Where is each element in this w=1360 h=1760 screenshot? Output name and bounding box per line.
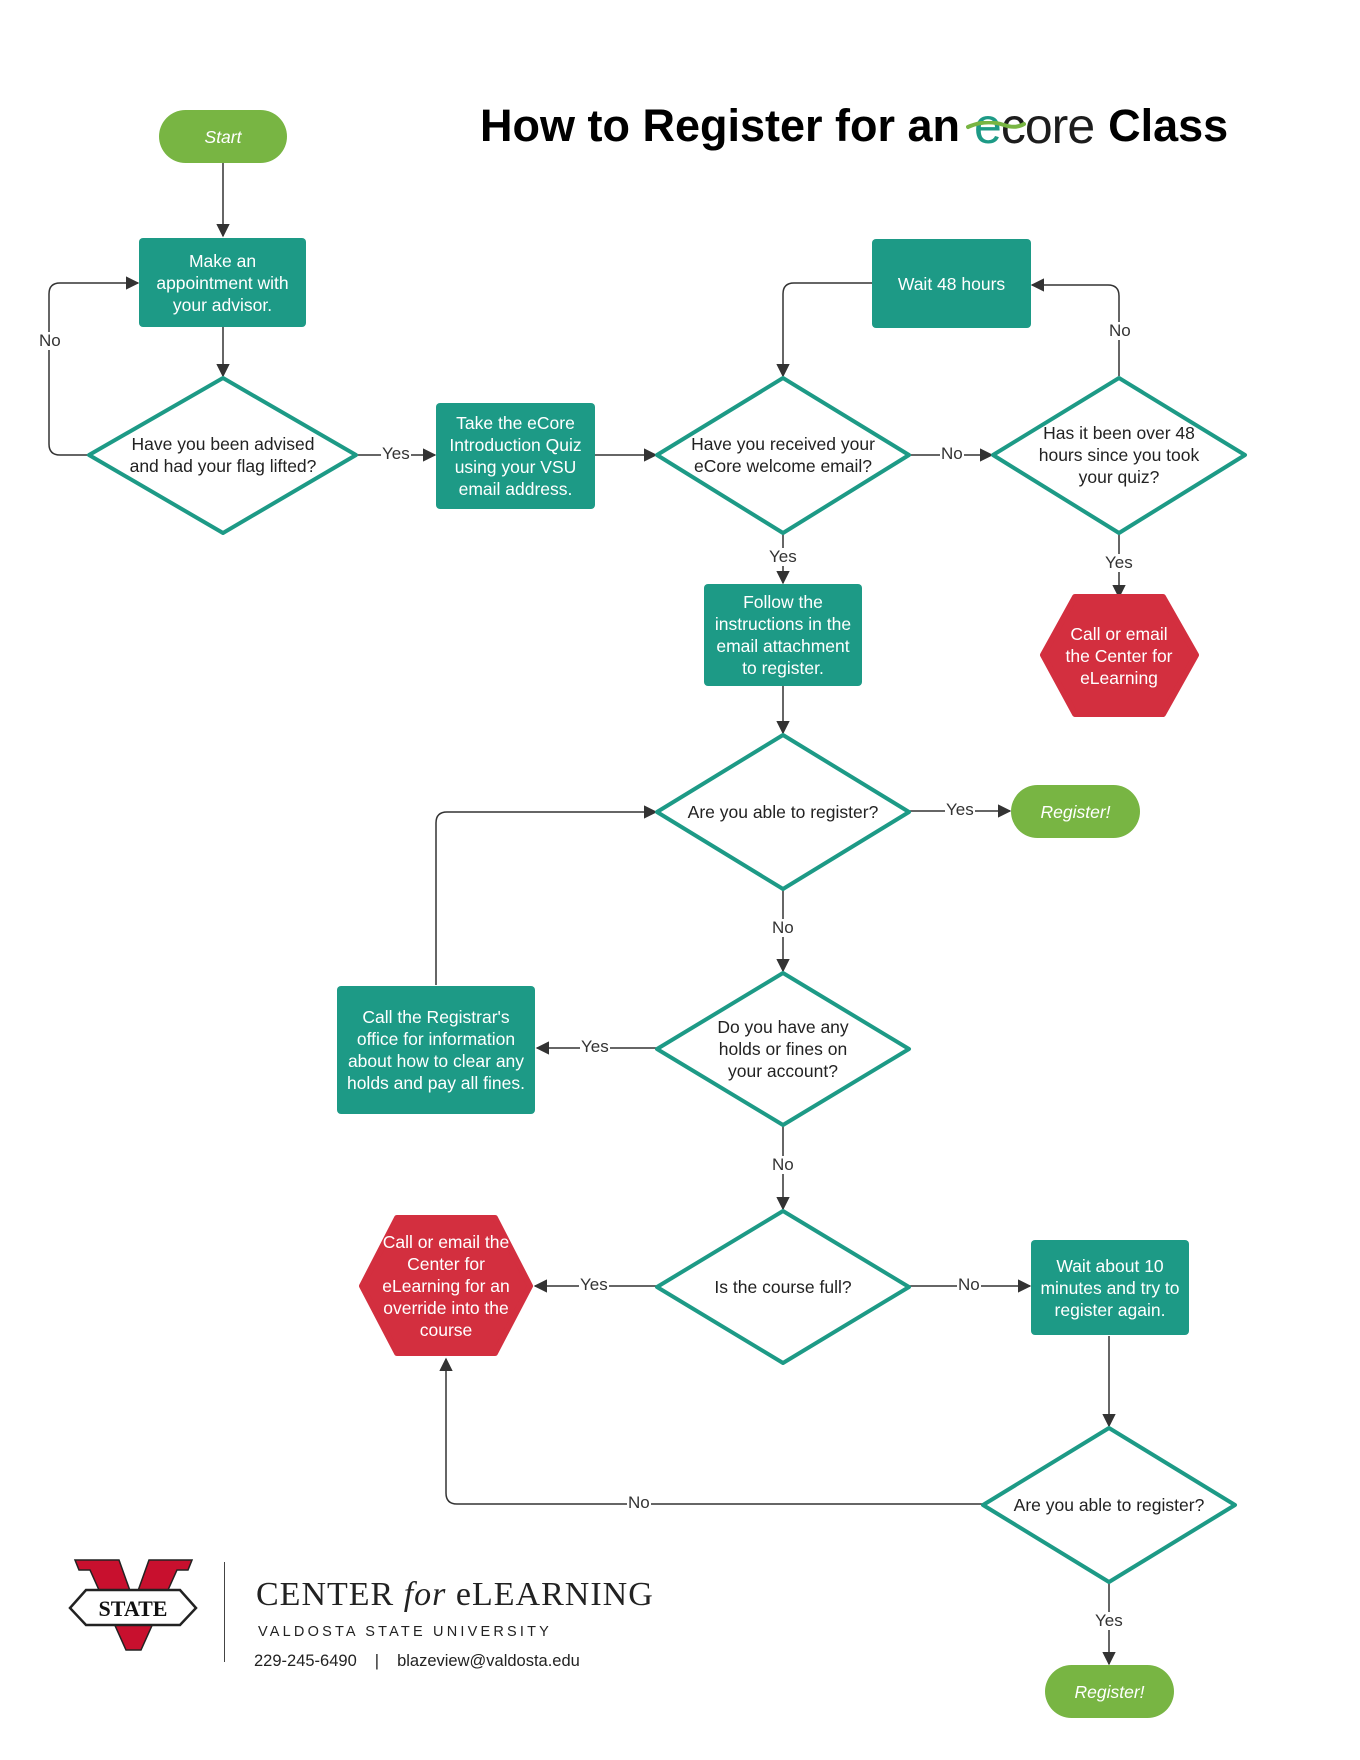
over48-question: Has it been over 48 hours since you took…	[1038, 423, 1200, 487]
page-title: How to Register for an ecore Class	[480, 96, 1228, 156]
over48-decision	[991, 376, 1247, 535]
welcome-decision	[655, 376, 911, 535]
edge-label-able1-yes: Yes	[945, 800, 975, 819]
override-label: Call or email the Center for eLearning f…	[382, 1232, 510, 1340]
start-terminator	[159, 110, 287, 163]
arrow-able2-no-to-override	[439, 1357, 983, 1505]
able1-decision	[655, 733, 911, 891]
contact-separator: |	[374, 1652, 380, 1670]
appointment-box	[139, 238, 306, 327]
edge-label-advised-no: No	[38, 331, 62, 350]
edge-label-holds-no: No	[771, 1155, 795, 1174]
follow-box	[704, 584, 862, 686]
call-center-label: Call or email the Center for eLearning	[1065, 624, 1173, 688]
email-address[interactable]: blazeview@valdosta.edu	[397, 1652, 580, 1670]
register-terminator-1	[1011, 785, 1140, 838]
phone-number: 229-245-6490	[254, 1652, 357, 1670]
contact-line: 229-245-6490 | blazeview@valdosta.edu	[254, 1652, 580, 1671]
quiz-label: Take the eCore Introduction Quiz using y…	[449, 413, 582, 499]
center-for-elearning-wordmark: CENTER for eLEARNING	[256, 1576, 654, 1614]
registrar-label: Call the Registrar's office for informat…	[346, 1007, 526, 1093]
advised-decision	[87, 376, 358, 535]
edge-label-advised-yes: Yes	[381, 444, 411, 463]
wordmark-for: for	[403, 1576, 447, 1613]
wait48-box	[872, 239, 1031, 328]
register-terminator-2	[1045, 1665, 1174, 1718]
holds-question: Do you have any holds or fines on your a…	[717, 1017, 849, 1081]
wait10-label: Wait about 10 minutes and try to registe…	[1040, 1255, 1180, 1320]
full-decision	[655, 1209, 911, 1365]
able2-decision	[981, 1426, 1237, 1584]
edge-label-able2-no: No	[627, 1493, 651, 1512]
advised-question: Have you been advised and had your flag …	[129, 434, 317, 476]
edge-label-full-no: No	[957, 1275, 981, 1294]
able1-question: Are you able to register?	[687, 802, 879, 822]
title-suffix: Class	[1108, 100, 1229, 151]
registrar-box	[337, 986, 535, 1114]
vsu-logo-text: STATE	[99, 1596, 168, 1621]
edge-label-welcome-yes: Yes	[768, 547, 798, 566]
start-label: Start	[204, 126, 242, 147]
follow-label: Follow the instructions in the email att…	[714, 592, 852, 678]
wordmark-elearning: eLEARNING	[455, 1576, 654, 1613]
holds-decision	[655, 971, 911, 1127]
ecore-logo-e: e	[974, 98, 1002, 154]
able2-question: Are you able to register?	[1013, 1495, 1205, 1515]
wait10-box	[1031, 1240, 1189, 1335]
edge-label-full-yes: Yes	[579, 1275, 609, 1294]
wordmark-center: CENTER	[256, 1576, 395, 1613]
call-center-hexagon	[1040, 594, 1199, 717]
title-prefix: How to Register for an	[480, 100, 961, 151]
university-name: VALDOSTA STATE UNIVERSITY	[258, 1624, 553, 1640]
full-question: Is the course full?	[714, 1277, 852, 1297]
arrow-registrar-to-able1	[435, 805, 658, 985]
welcome-question: Have you received your eCore welcome ema…	[691, 434, 875, 476]
edge-label-able2-yes: Yes	[1094, 1611, 1124, 1630]
arrow-over48-no-to-wait48	[1030, 278, 1120, 376]
register2-label: Register!	[1074, 1681, 1145, 1702]
quiz-box	[436, 403, 595, 509]
footer-divider	[224, 1562, 225, 1662]
edge-label-holds-yes: Yes	[580, 1037, 610, 1056]
ecore-swoosh-icon	[966, 121, 1027, 129]
edge-label-over48-yes: Yes	[1104, 553, 1134, 572]
arrow-advised-no-loop	[48, 276, 140, 456]
edge-label-over48-no: No	[1108, 321, 1132, 340]
ecore-logo: ecore	[966, 97, 1095, 155]
register1-label: Register!	[1040, 801, 1111, 822]
edge-label-welcome-no: No	[940, 444, 964, 463]
appointment-label: Make an appointment with your advisor.	[156, 250, 289, 315]
override-hexagon	[359, 1215, 533, 1356]
arrow-wait48-to-welcome	[776, 282, 872, 378]
vsu-logo: STATE	[68, 1559, 198, 1651]
wait48-label: Wait 48 hours	[897, 273, 1006, 294]
edge-label-able1-no: No	[771, 918, 795, 937]
